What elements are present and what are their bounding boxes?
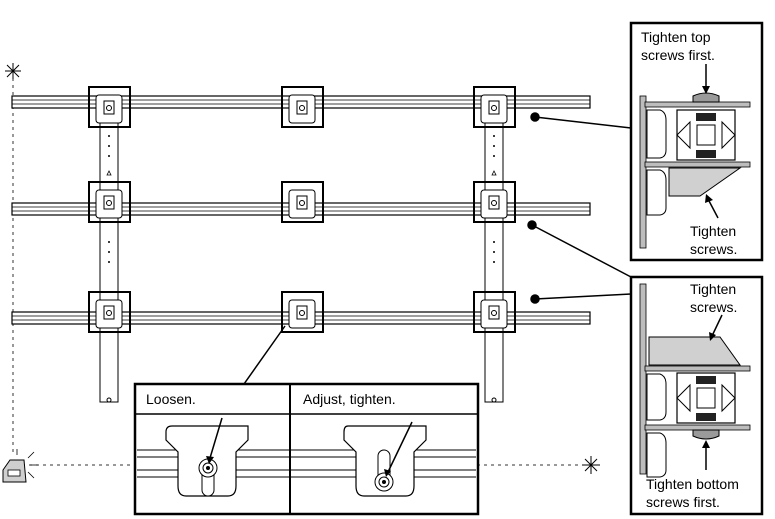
leader-lines: [243, 112, 632, 385]
callout-bottom-line2: screws first.: [646, 494, 720, 510]
vertical-upright-left: [99, 103, 119, 403]
callout-top-lower-line1: Tighten: [690, 223, 736, 239]
bracket-middle-left: [88, 181, 131, 223]
detail-panel-top: Tighten top screws first. Tighten screws…: [629, 21, 764, 262]
callout-top-lower-line2: screws.: [690, 241, 737, 257]
bracket-top-left: [88, 86, 131, 128]
callout-top-line1: Tighten top: [641, 29, 711, 45]
laser-level-icon: [2, 449, 38, 483]
detail-panel-adjust: Loosen. Adjust, tighten.: [133, 382, 480, 516]
laser-star-top-icon: [5, 63, 21, 79]
callout-adjust-tighten: Adjust, tighten.: [303, 391, 396, 407]
vertical-upright-right: [484, 103, 504, 403]
detail-panel-bottom: Tighten screws. Tighten bottom screws fi…: [629, 275, 764, 516]
callout-loosen: Loosen.: [146, 391, 196, 407]
callout-bottom-upper-line2: screws.: [690, 299, 737, 315]
laser-star-right-icon: [582, 456, 600, 474]
bracket-middle-center: [281, 181, 324, 223]
callout-top-line2: screws first.: [641, 47, 715, 63]
bracket-bottom-right: [473, 291, 516, 333]
bracket-bottom-left: [88, 291, 131, 333]
bracket-middle-right: [473, 181, 516, 223]
callout-bottom-upper-line1: Tighten: [690, 281, 736, 297]
bracket-top-center: [281, 86, 324, 128]
bracket-bottom-center: [281, 291, 324, 333]
bracket-top-right: [473, 86, 516, 128]
callout-bottom-line1: Tighten bottom: [646, 476, 739, 492]
